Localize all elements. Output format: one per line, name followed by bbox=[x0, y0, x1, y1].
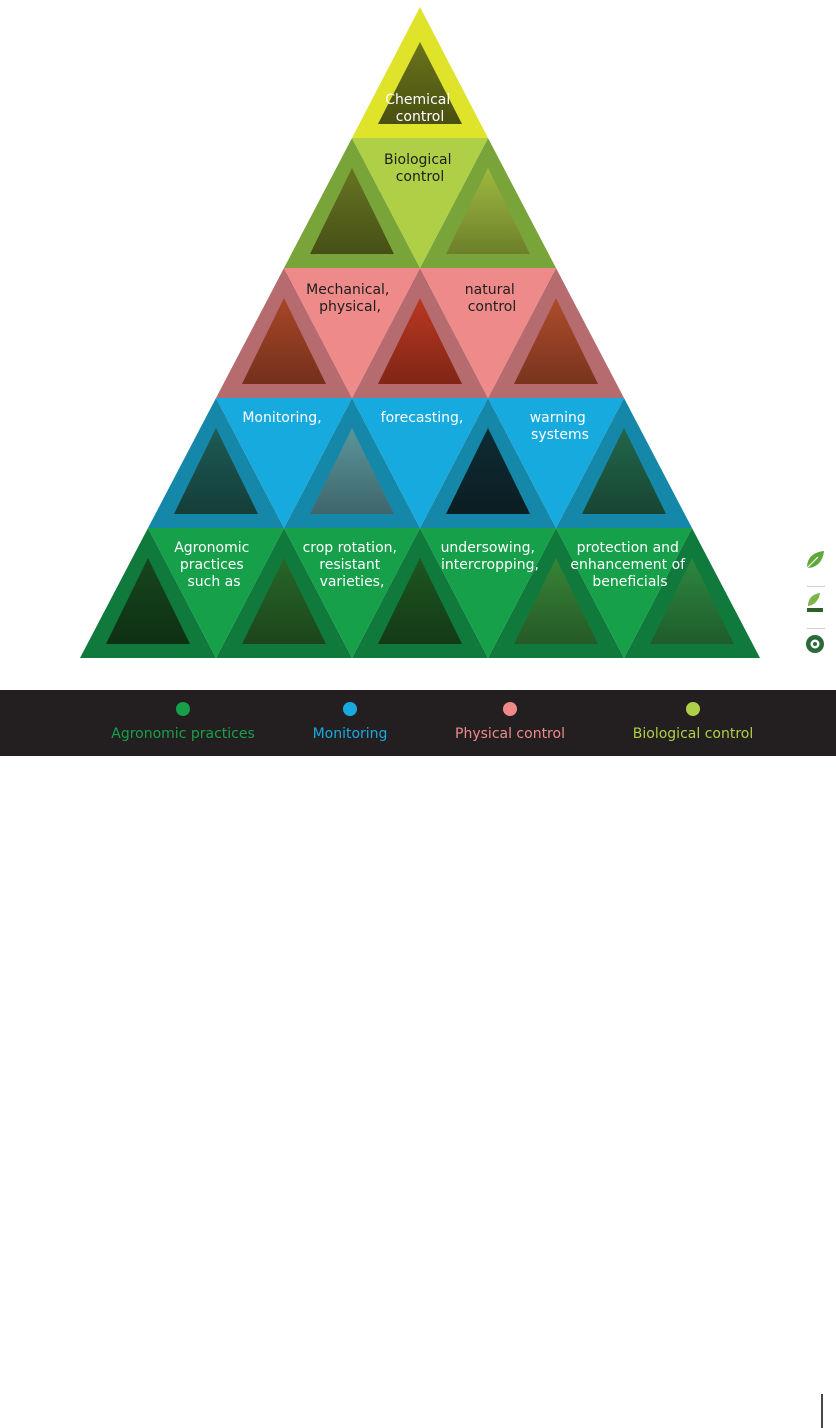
level-agronomic-practices: Agronomic practices such as crop rotatio… bbox=[80, 528, 760, 658]
legend-item-monitoring: Monitoring bbox=[300, 702, 400, 742]
undersowing-label: undersowing, intercropping, bbox=[441, 540, 540, 573]
legend-dot-physical bbox=[503, 702, 517, 716]
legend-item-agronomic: Agronomic practices bbox=[108, 702, 258, 742]
crop-rotation-label: crop rotation, resistant varieties, bbox=[303, 540, 402, 590]
beneficials-label: protection and enhancement of beneficial… bbox=[570, 540, 689, 590]
level-biological-control: Biological control bbox=[284, 138, 556, 268]
forecasting-label: forecasting, bbox=[381, 410, 464, 426]
partner-logos bbox=[803, 548, 829, 674]
legend-item-biological: Biological control bbox=[628, 702, 758, 742]
legend-label-physical: Physical control bbox=[455, 726, 565, 742]
legend-dot-monitoring bbox=[343, 702, 357, 716]
level-chemical-control: Chemical control bbox=[352, 7, 488, 138]
legend-item-physical: Physical control bbox=[450, 702, 570, 742]
chemical-label: Chemical control bbox=[385, 92, 454, 125]
natural-control-label: natural control bbox=[465, 282, 520, 315]
ipm-pyramid-diagram: Chemical control Biological control Mech… bbox=[80, 7, 760, 658]
legend-bar: Agronomic practices Monitoring Physical … bbox=[0, 690, 836, 1428]
monitoring-label: Monitoring, bbox=[242, 410, 321, 426]
legend-label-biological: Biological control bbox=[632, 726, 754, 742]
iema-logo bbox=[807, 593, 823, 612]
mechanical-physical-label: Mechanical, physical, bbox=[306, 282, 394, 315]
biological-label: Biological control bbox=[384, 152, 456, 185]
agronomic-label: Agronomic practices such as bbox=[174, 540, 254, 590]
leaf-logo bbox=[806, 551, 824, 569]
ladybird-logo bbox=[806, 635, 824, 653]
legend-label-monitoring: Monitoring bbox=[312, 726, 388, 742]
legend-label-agronomic: Agronomic practices bbox=[111, 726, 255, 742]
credit-mark bbox=[821, 1394, 823, 1428]
level-monitoring: Monitoring, forecasting, warning systems bbox=[148, 398, 692, 528]
legend-dot-biological bbox=[686, 702, 700, 716]
legend-dot-agronomic bbox=[176, 702, 190, 716]
warning-systems-label: warning systems bbox=[530, 410, 591, 443]
level-physical-control: Mechanical, physical, natural control bbox=[216, 268, 624, 398]
